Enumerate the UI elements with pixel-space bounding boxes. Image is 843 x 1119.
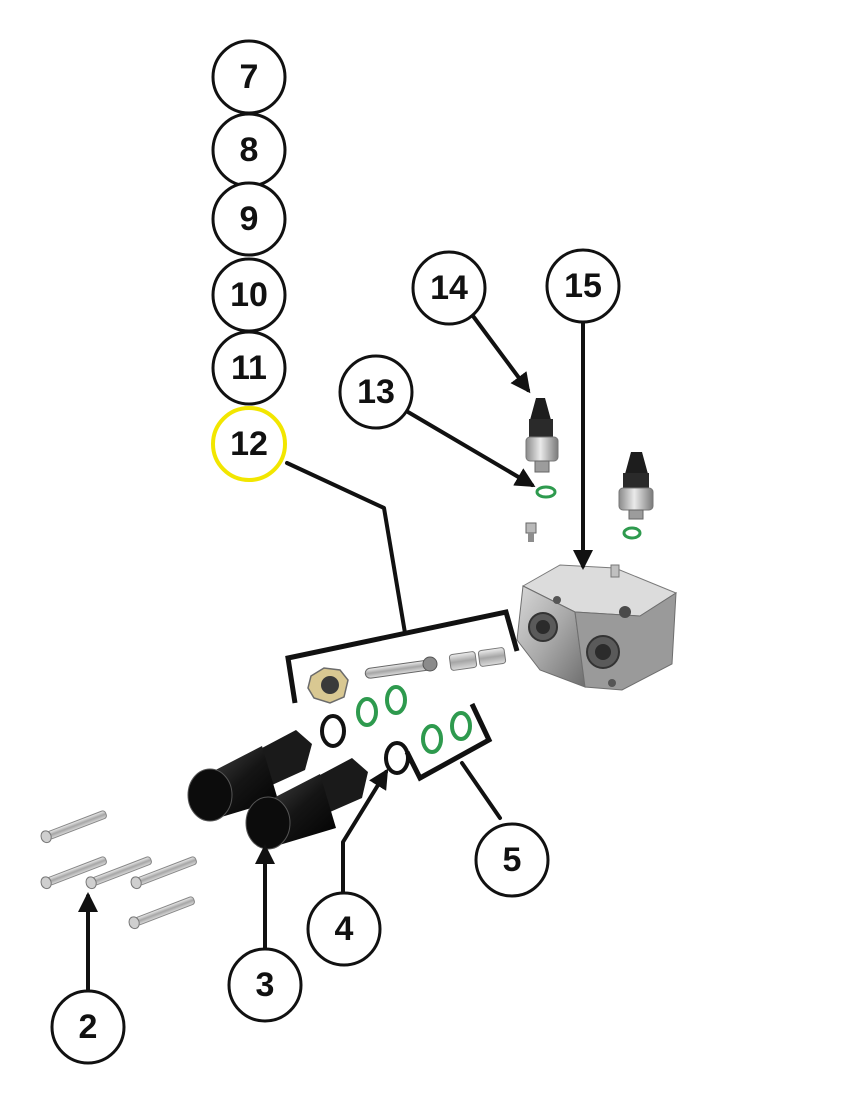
callout-2-label: 2 xyxy=(79,1008,98,1046)
callout-2[interactable]: 2 xyxy=(50,989,126,1065)
leader-12 xyxy=(285,461,407,635)
leader-4 xyxy=(341,768,389,894)
callout-14-label: 14 xyxy=(430,269,468,307)
callout-12[interactable]: 12 xyxy=(211,406,287,482)
callout-7-label: 7 xyxy=(240,58,259,96)
callout-10-label: 10 xyxy=(230,276,268,314)
sensor-o-ring xyxy=(535,485,557,499)
cartridge-valve-parts xyxy=(307,647,507,704)
callout-3-label: 3 xyxy=(256,966,275,1004)
callout-4-label: 4 xyxy=(335,910,354,948)
callout-14[interactable]: 14 xyxy=(411,250,487,326)
callout-11[interactable]: 11 xyxy=(211,330,287,406)
callout-8[interactable]: 8 xyxy=(211,112,287,188)
callout-13-label: 13 xyxy=(357,373,395,411)
sensor-o-ring-secondary xyxy=(622,526,642,540)
seal-rings xyxy=(320,685,472,775)
pressure-sensor-secondary xyxy=(618,452,654,520)
callout-10[interactable]: 10 xyxy=(211,257,287,333)
leader-5 xyxy=(460,761,502,820)
callout-11-label: 11 xyxy=(231,349,267,387)
leader-14 xyxy=(471,314,531,394)
callout-8-label: 8 xyxy=(240,131,259,169)
bracket-12 xyxy=(285,609,520,704)
mounting-bolts xyxy=(40,810,197,930)
manifold-block xyxy=(516,564,678,691)
callout-5-label: 5 xyxy=(503,841,522,879)
callout-3[interactable]: 3 xyxy=(227,947,303,1023)
callout-9-label: 9 xyxy=(240,200,259,238)
callout-13[interactable]: 13 xyxy=(338,354,414,430)
callout-15-label: 15 xyxy=(564,267,602,305)
callout-9[interactable]: 9 xyxy=(211,181,287,257)
callout-7[interactable]: 7 xyxy=(211,39,287,115)
callout-12-label: 12 xyxy=(230,425,268,463)
leader-13 xyxy=(406,410,536,488)
callout-5[interactable]: 5 xyxy=(474,822,550,898)
pressure-sensor xyxy=(525,398,559,473)
bracket-5 xyxy=(404,702,493,782)
callout-4[interactable]: 4 xyxy=(306,891,382,967)
callout-15[interactable]: 15 xyxy=(545,248,621,324)
bleed-screw xyxy=(525,522,537,542)
